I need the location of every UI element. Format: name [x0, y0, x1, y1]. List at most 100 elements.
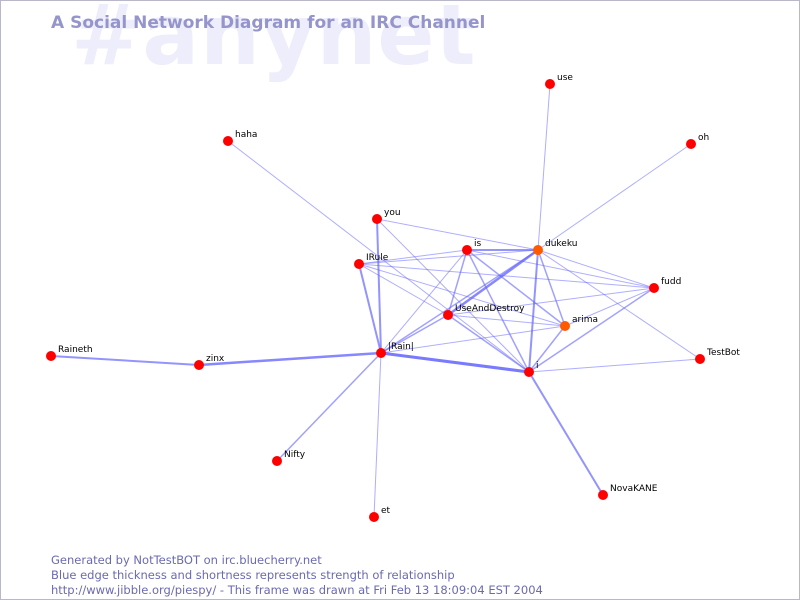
edge-Raineth-zinx — [50, 355, 200, 366]
edge-is-fudd — [466, 249, 655, 289]
node-label: Nifty — [284, 450, 306, 460]
node-dot — [686, 139, 696, 149]
node-dot — [695, 354, 705, 364]
node-label: is — [474, 239, 482, 249]
edge-is-UseAndDestroy — [447, 249, 468, 316]
node-label: UseAndDestroy — [455, 304, 525, 314]
edge-Rain-i — [380, 351, 530, 374]
node-TestBot: TestBot — [695, 348, 740, 364]
node-label: dukeku — [545, 239, 577, 249]
node-label: haha — [235, 130, 257, 140]
node-label: you — [384, 208, 401, 218]
node-dot — [372, 214, 382, 224]
footer-legend-note: Blue edge thickness and shortness repres… — [51, 568, 455, 582]
node-you: you — [372, 208, 401, 224]
edge-IRule-Rain — [358, 263, 382, 354]
edge-IRule-is — [358, 249, 468, 265]
edge-is-i — [466, 249, 530, 373]
node-label: oh — [698, 133, 709, 143]
node-Raineth: Raineth — [46, 345, 93, 361]
edge-oh-dukeku — [537, 143, 692, 251]
node-haha: haha — [223, 130, 257, 146]
edge-dukeku-fudd — [537, 249, 655, 289]
diagram-title: A Social Network Diagram for an IRC Chan… — [51, 13, 486, 33]
node-label: fudd — [661, 277, 681, 287]
node-Rain: |Rain| — [376, 342, 414, 358]
edge-UseAndDestroy-Rain — [380, 314, 449, 354]
edge-you-Rain — [376, 218, 382, 354]
node-label: IRule — [366, 253, 389, 263]
node-use: use — [545, 73, 573, 89]
edge-IRule-arima — [358, 263, 566, 327]
edge-Rain-Nifty — [276, 352, 382, 462]
node-label: Raineth — [58, 345, 93, 355]
edge-i-fudd — [528, 287, 655, 373]
node-label: |Rain| — [388, 342, 414, 352]
node-zinx: zinx — [194, 354, 225, 370]
node-label: i — [536, 361, 539, 371]
edge-i-TestBot — [528, 358, 701, 373]
node-label: use — [557, 73, 573, 83]
edge-haha-i — [227, 140, 530, 373]
edge-layer — [50, 83, 701, 518]
node-dot — [354, 259, 364, 269]
node-IRule: IRule — [354, 253, 389, 269]
node-dot — [560, 321, 570, 331]
node-NovaKANE: NovaKANE — [598, 484, 658, 500]
node-UseAndDestroy: UseAndDestroy — [443, 304, 525, 320]
node-dot — [46, 351, 56, 361]
node-dot — [598, 490, 608, 500]
edge-UseAndDestroy-arima — [447, 314, 566, 327]
node-dot — [223, 136, 233, 146]
channel-watermark: #anynet — [71, 0, 477, 84]
node-fudd: fudd — [649, 277, 681, 293]
node-dot — [649, 283, 659, 293]
footer: Generated by NotTestBOT on irc.bluecherr… — [51, 553, 543, 598]
edge-Rain-et — [373, 352, 382, 518]
footer-generated-by: Generated by NotTestBOT on irc.bluecherr… — [51, 553, 322, 567]
node-dot — [194, 360, 204, 370]
node-label: TestBot — [706, 348, 740, 358]
edge-you-dukeku — [376, 218, 539, 251]
node-dot — [462, 245, 472, 255]
node-label: arima — [572, 315, 598, 325]
edge-arima-i — [528, 325, 566, 373]
node-dot — [443, 310, 453, 320]
node-dot — [369, 512, 379, 522]
edge-dukeku-TestBot — [537, 249, 701, 360]
node-label: et — [381, 506, 391, 516]
edge-dukeku-arima — [537, 249, 566, 327]
node-label: NovaKANE — [610, 484, 658, 494]
node-label: zinx — [206, 354, 225, 364]
node-oh: oh — [686, 133, 709, 149]
node-dot — [524, 367, 534, 377]
node-is: is — [462, 239, 482, 255]
edge-is-arima — [466, 249, 566, 327]
node-Nifty: Nifty — [272, 450, 306, 466]
edge-arima-fudd — [564, 287, 655, 327]
edge-zinx-Rain — [198, 351, 382, 367]
edge-UseAndDestroy-i — [447, 314, 530, 373]
node-dot — [545, 79, 555, 89]
edge-UseAndDestroy-fudd — [447, 287, 655, 316]
node-i: i — [524, 361, 539, 377]
edge-IRule-UseAndDestroy — [358, 263, 449, 316]
edge-UseAndDestroy-dukeku — [447, 248, 539, 317]
edge-IRule-dukeku — [358, 249, 539, 265]
node-dot — [272, 456, 282, 466]
node-et: et — [369, 506, 391, 522]
edge-dukeku-i — [528, 249, 539, 373]
edge-arima-Rain — [380, 325, 566, 354]
edge-i-NovaKANE — [528, 371, 604, 496]
edge-you-i — [376, 218, 530, 373]
edge-IRule-fudd — [358, 263, 655, 289]
footer-timestamp: http://www.jibble.org/piespy/ - This fra… — [51, 583, 543, 597]
node-dukeku: dukeku — [533, 239, 577, 255]
node-dot — [376, 348, 386, 358]
node-dot — [533, 245, 543, 255]
node-arima: arima — [560, 315, 598, 331]
edge-use-dukeku — [537, 83, 551, 251]
